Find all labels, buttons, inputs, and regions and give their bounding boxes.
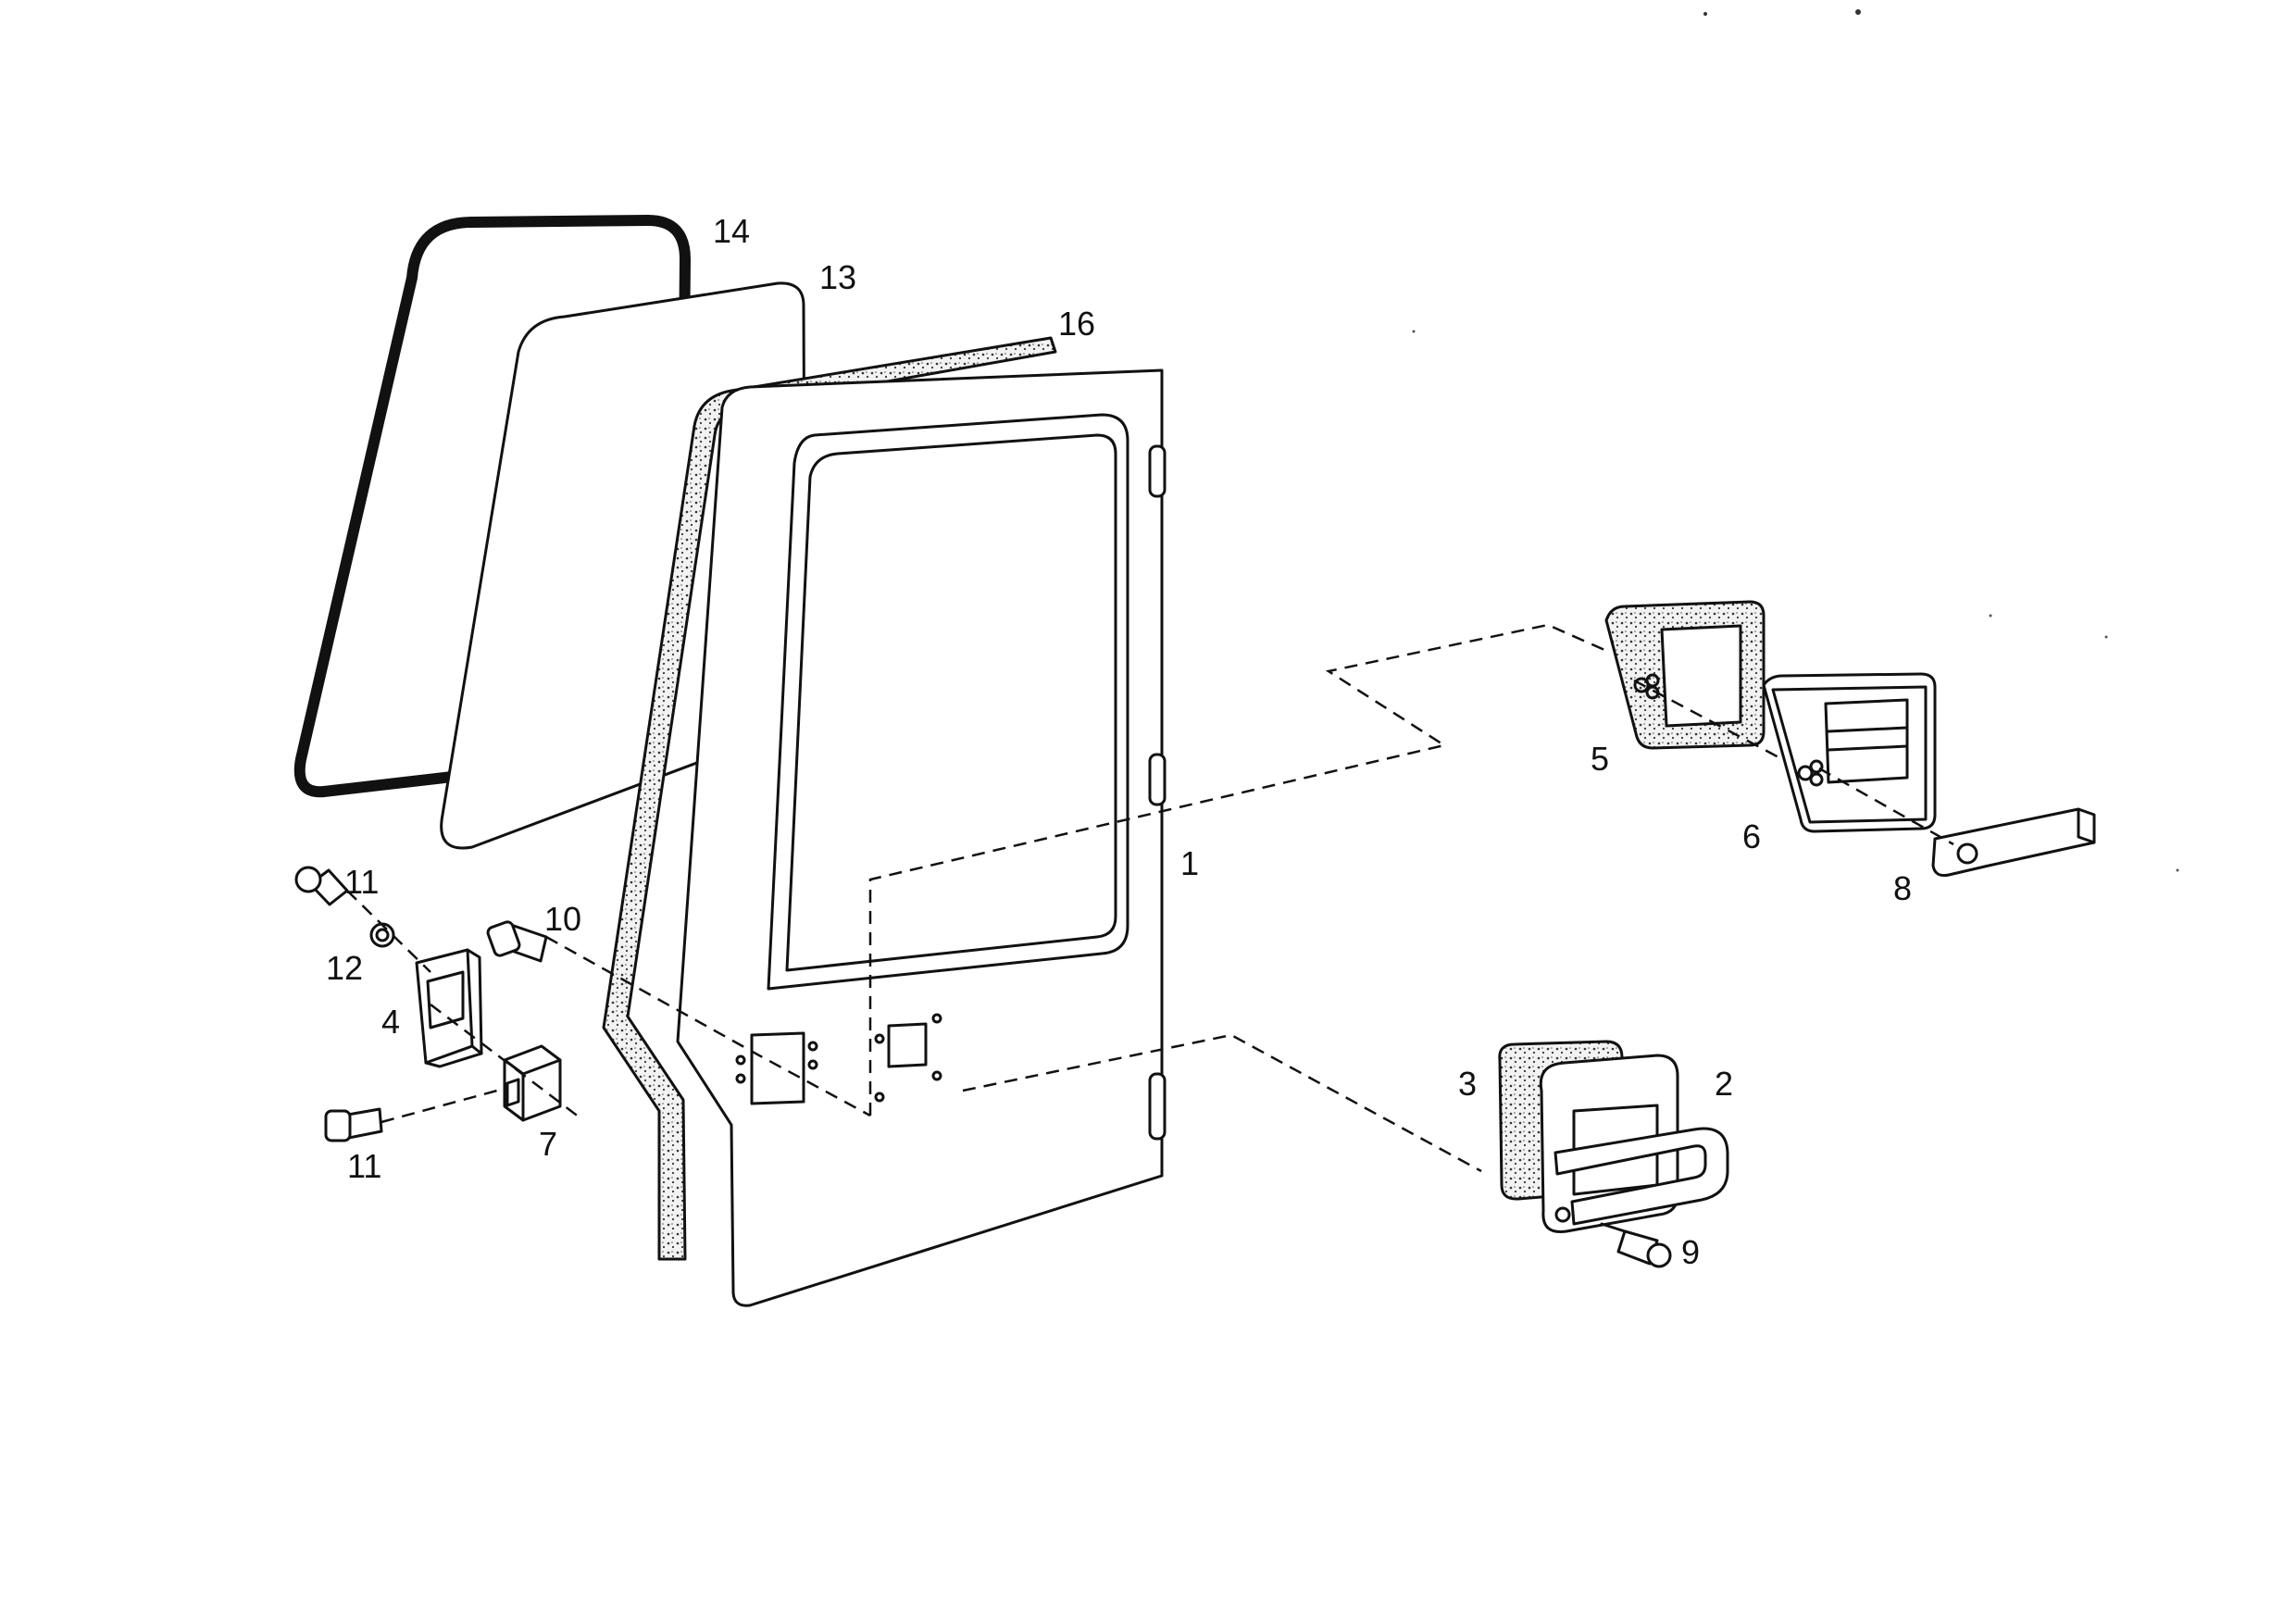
window-seal-part <box>293 215 691 798</box>
label-4: 4 <box>381 1003 400 1041</box>
label-2: 2 <box>1715 1065 1733 1103</box>
label-8: 8 <box>1893 869 1912 907</box>
label-12: 12 <box>326 949 363 987</box>
lock-housing-part <box>415 948 483 1068</box>
label-14: 14 <box>713 212 750 250</box>
label-16: 16 <box>1058 305 1095 343</box>
striker-part <box>503 1044 562 1122</box>
label-1: 1 <box>1180 844 1199 882</box>
bolt-11-upper-part <box>294 866 349 906</box>
bolt-11-lower-part <box>324 1107 383 1142</box>
scan-specks <box>1412 9 2179 872</box>
door-panel-part <box>676 368 1167 1307</box>
label-9: 9 <box>1681 1233 1700 1271</box>
label-3: 3 <box>1458 1065 1477 1103</box>
inner-bezel-part <box>1604 600 1766 750</box>
nut-part <box>369 922 395 948</box>
label-13: 13 <box>819 258 856 296</box>
label-11-lower: 11 <box>347 1147 381 1185</box>
label-11-upper: 11 <box>344 863 379 901</box>
latch-handle-part <box>1931 807 2096 877</box>
screw-part <box>1600 1222 1672 1268</box>
label-5: 5 <box>1591 740 1609 778</box>
assembly-leader-lines <box>346 623 1954 1173</box>
bolt-10-part <box>486 920 548 963</box>
outer-bezel-part <box>1762 672 1937 833</box>
hinge-icon <box>1148 444 1167 498</box>
label-10: 10 <box>544 900 581 938</box>
hinge-icon <box>1148 1072 1167 1141</box>
part-labels: 14 13 16 1 5 6 8 3 2 9 11 12 10 4 7 11 <box>326 212 1912 1271</box>
grab-handle-part <box>1539 1054 1729 1234</box>
label-7: 7 <box>539 1125 557 1163</box>
hinge-icon <box>1148 753 1167 806</box>
label-6: 6 <box>1742 817 1761 855</box>
